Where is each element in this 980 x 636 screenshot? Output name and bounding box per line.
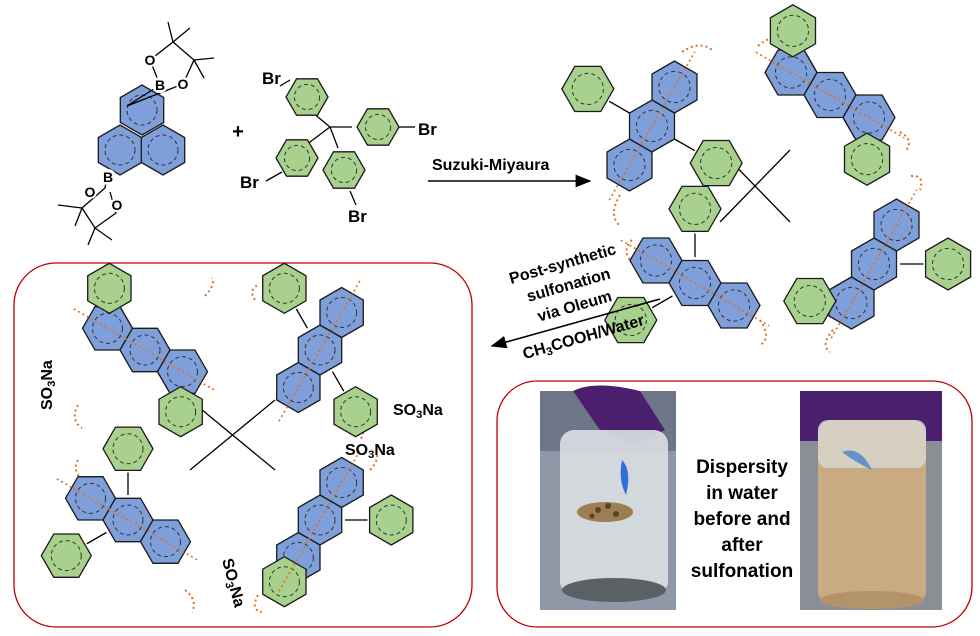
anthracene-axis bbox=[608, 51, 696, 201]
sulfonated-product-panel bbox=[13, 262, 473, 628]
caption-line-5: sulfonation bbox=[690, 561, 794, 582]
polymer-chain bbox=[759, 319, 767, 346]
phenyl-ring bbox=[689, 139, 743, 187]
polymer-chain bbox=[625, 239, 633, 261]
polymer-chain-lines bbox=[73, 37, 923, 613]
bromine-label: Br bbox=[262, 69, 281, 88]
oxygen-label: O bbox=[112, 197, 123, 213]
phenyl-ring bbox=[322, 151, 366, 189]
polymer-chain bbox=[613, 194, 621, 227]
oxygen-label: O bbox=[178, 76, 189, 92]
phenyl-ring bbox=[604, 296, 658, 344]
polymer-chain bbox=[369, 449, 379, 471]
photo-caption: Dispersity in water before and after sul… bbox=[683, 455, 801, 585]
polymer-chain bbox=[899, 131, 910, 153]
anthracene-axis-lines bbox=[56, 51, 918, 592]
phenyl-ring bbox=[561, 65, 615, 113]
anthracene-ring bbox=[102, 497, 154, 543]
phenyl-ring bbox=[769, 4, 817, 58]
sulfonate-label: SO3Na bbox=[39, 360, 58, 410]
phenyl-ring bbox=[87, 262, 132, 315]
boron-label-top: B bbox=[155, 77, 165, 93]
sulfonate-label: SO3Na bbox=[216, 557, 248, 610]
bond-line bbox=[189, 399, 276, 471]
polymer-chain bbox=[73, 404, 83, 429]
polymer-chain bbox=[251, 284, 259, 301]
phenyl-ring bbox=[262, 262, 307, 315]
anthracene-ring bbox=[119, 84, 165, 136]
phenyl-ring bbox=[924, 237, 972, 291]
sulfonation-arrow bbox=[490, 298, 661, 349]
phenyl-ring bbox=[275, 139, 319, 177]
phenyl-ring bbox=[40, 533, 93, 578]
oxygen-label: O bbox=[85, 184, 96, 200]
pinacol-atom-labels: B O O B O O bbox=[83, 52, 190, 213]
polymer-chain bbox=[681, 44, 713, 53]
bond-line bbox=[86, 531, 107, 545]
oxygen-label: O bbox=[145, 52, 156, 68]
boron-label-bottom: B bbox=[103, 169, 113, 185]
vial-photo-after bbox=[800, 391, 942, 610]
anthracene-axis bbox=[620, 239, 770, 327]
polymer-chain bbox=[910, 174, 923, 191]
photo-panel bbox=[496, 380, 973, 628]
caption-line-2: in water bbox=[706, 483, 778, 504]
reaction-arrow-label: Suzuki-Miyaura bbox=[432, 157, 549, 174]
bromine-label: Br bbox=[240, 173, 259, 192]
bond-line bbox=[331, 371, 345, 392]
caption-line-4: after bbox=[721, 535, 763, 556]
phenyl-ring bbox=[333, 385, 378, 438]
bond-line bbox=[279, 79, 291, 87]
sulfonate-label: SO3Na bbox=[393, 402, 443, 421]
polymer-chain bbox=[204, 277, 215, 297]
phenyl-ring bbox=[356, 108, 400, 146]
bond-line bbox=[719, 149, 791, 223]
phenyl-ring bbox=[102, 426, 154, 472]
sulfonate-label: SO3Na bbox=[345, 442, 395, 461]
bond-line bbox=[305, 126, 331, 146]
bond-line bbox=[608, 100, 630, 114]
phenyl-ring bbox=[783, 277, 837, 325]
bond-line bbox=[295, 308, 309, 329]
caption-line-1: Dispersity bbox=[696, 457, 788, 478]
phenyl-ring bbox=[158, 385, 203, 438]
caption-line-3: before and bbox=[693, 509, 791, 530]
polymer-chain bbox=[184, 589, 195, 613]
polymer-chain bbox=[354, 419, 365, 441]
phenyl-ring bbox=[843, 132, 891, 186]
bond-line bbox=[349, 190, 357, 206]
anthracene-axis bbox=[830, 189, 918, 339]
anthracene-ring bbox=[140, 124, 186, 176]
bromine-label: Br bbox=[348, 207, 367, 226]
vial-photo-before bbox=[540, 385, 676, 610]
plus-sign: + bbox=[232, 121, 244, 143]
phenyl-ring bbox=[368, 494, 414, 546]
aromatic-rings bbox=[40, 4, 972, 608]
bond-line bbox=[651, 295, 673, 309]
anthracene-ring bbox=[97, 124, 143, 176]
polymer-chain bbox=[824, 329, 834, 353]
polymer-chain bbox=[253, 594, 263, 613]
bromine-label: Br bbox=[418, 120, 437, 139]
bond-line bbox=[674, 138, 696, 152]
bond-line bbox=[329, 126, 339, 149]
phenyl-ring bbox=[285, 78, 329, 116]
phenyl-ring bbox=[668, 185, 722, 233]
anthracene-axis bbox=[755, 51, 905, 139]
bond-line bbox=[265, 171, 283, 182]
